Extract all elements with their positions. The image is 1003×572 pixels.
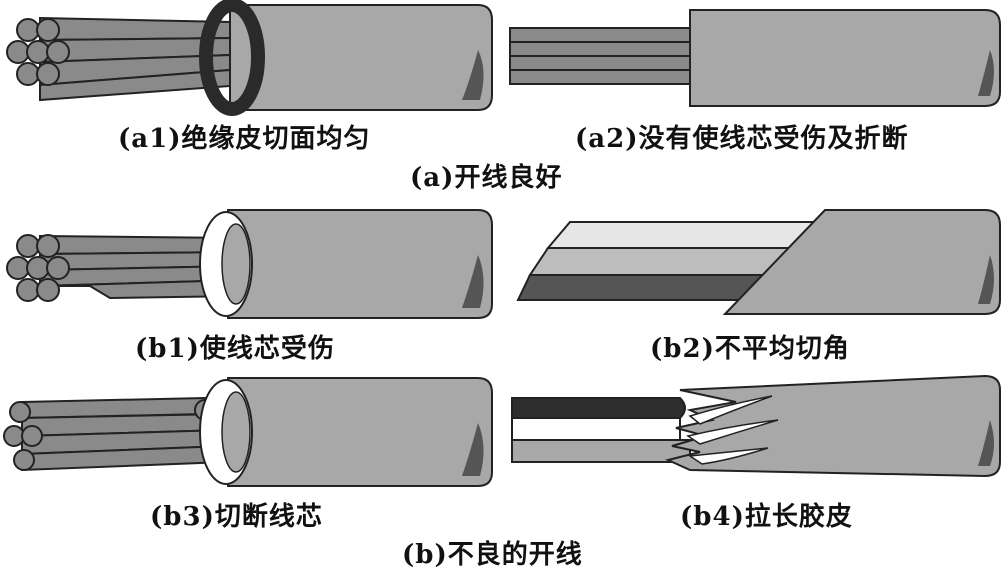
b1-insulation <box>227 209 493 319</box>
caption-b4: (b4)拉长胶皮 <box>680 502 853 532</box>
b2-break-shadow <box>978 255 994 304</box>
panel-b1-illustration <box>6 209 493 319</box>
b2-conductor-dark <box>516 274 773 301</box>
b4-break-shadow <box>978 420 994 466</box>
b3-cut-ring-inner <box>221 391 251 473</box>
b1-strand-ends <box>6 234 70 302</box>
caption-a1: (a1)绝缘皮切面均匀 <box>118 124 371 154</box>
b2-insulation <box>722 209 1001 315</box>
b4-conductor-gray <box>511 439 691 463</box>
b1-break-shadow <box>462 255 484 308</box>
b3-insulation <box>227 377 493 487</box>
a2-insulation <box>689 9 1001 107</box>
b4-stretched-slivers <box>686 395 779 465</box>
caption-b2: (b2)不平均切角 <box>650 334 850 364</box>
caption-group-b: (b)不良的开线 <box>402 540 583 570</box>
panel-a1-illustration <box>6 0 493 116</box>
a2-strands <box>509 27 693 85</box>
panel-b2-illustration <box>516 209 1001 315</box>
caption-group-a: (a)开线良好 <box>410 163 563 193</box>
b4-conductor-white <box>511 417 681 441</box>
panel-b3-illustration <box>3 377 493 487</box>
b4-conductor-dark <box>511 397 686 419</box>
a2-break-shadow <box>978 50 994 96</box>
panel-b4-illustration <box>511 374 1001 478</box>
b2-conductor-mid <box>528 247 803 276</box>
b3-break-shadow <box>462 423 484 476</box>
caption-b1: (b1)使线芯受伤 <box>135 334 335 364</box>
caption-b3: (b3)切断线芯 <box>150 502 323 532</box>
a1-strand-ends <box>6 18 70 86</box>
a1-cut-ring <box>199 0 265 116</box>
b1-cut-ring-inner <box>221 223 251 305</box>
a1-insulation <box>229 4 493 111</box>
a1-break-shadow <box>462 50 484 100</box>
b1-strands <box>39 234 241 300</box>
panel-a2-illustration <box>509 9 1001 107</box>
caption-a2: (a2)没有使线芯受伤及折断 <box>575 124 909 154</box>
